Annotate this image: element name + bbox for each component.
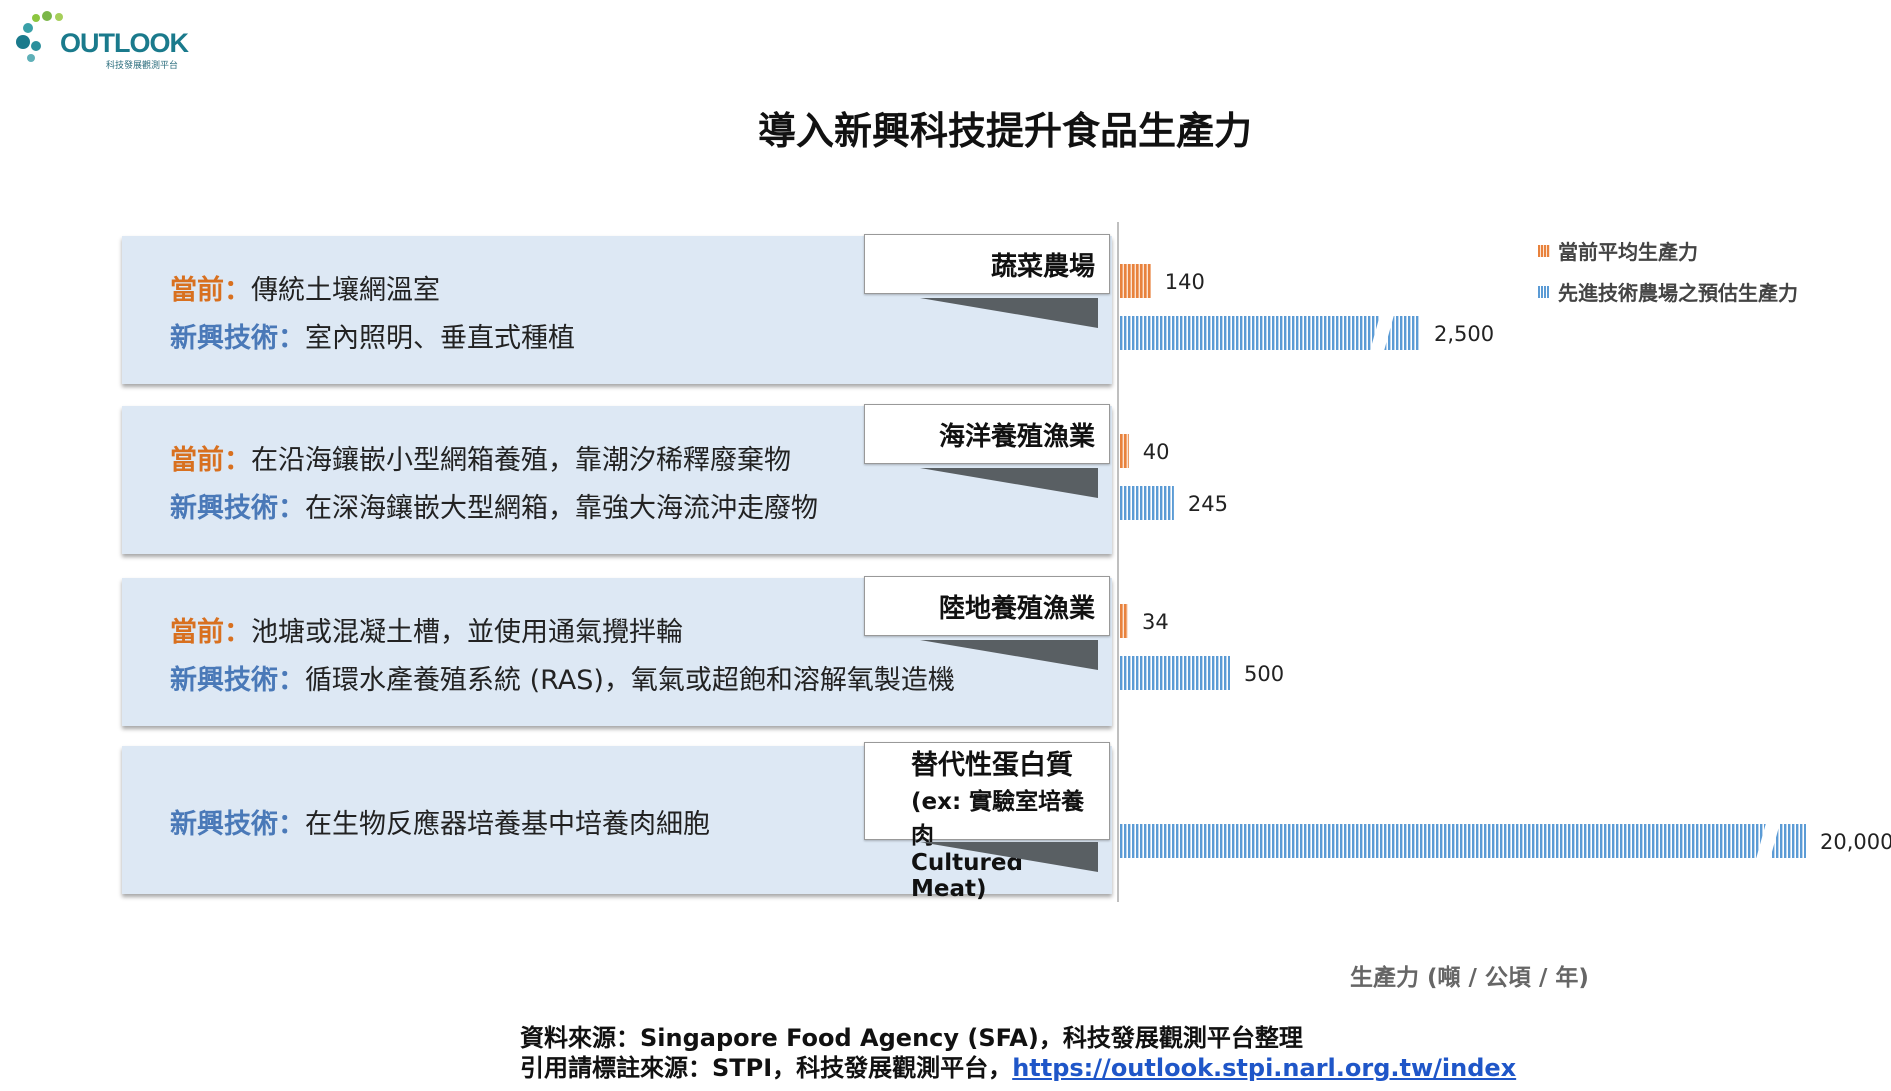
legend-label: 先進技術農場之預估生產力 [1558, 281, 1798, 305]
current-line: 當前：傳統土壤網溫室 [170, 268, 440, 307]
x-axis-label: 生產力 (噸 / 公頃 / 年) [1350, 965, 1589, 991]
new-tech-text: 在深海鑲嵌大型網箱，靠強大海流沖走廢物 [305, 493, 818, 524]
current-text: 在沿海鑲嵌小型網箱養殖，靠潮汐稀釋廢棄物 [251, 445, 791, 476]
logo-subtitle: 科技發展觀測平台 [106, 61, 179, 71]
legend-swatch-orange [1538, 244, 1550, 257]
tag-line: 替代性蛋白質 [911, 750, 1073, 781]
bar-current-0 [1120, 264, 1151, 298]
category-tag: 陸地養殖漁業 [864, 576, 1110, 636]
citation-line: 引用請標註來源：STPI，科技發展觀測平台，https://outlook.st… [520, 1048, 1516, 1083]
page-title: 導入新興科技提升食品生產力 [757, 109, 1252, 153]
bar-advanced-1 [1120, 486, 1174, 520]
new-tech-text: 在生物反應器培養基中培養肉細胞 [305, 809, 710, 840]
new-tech-line: 新興技術：循環水產養殖系統 (RAS)，氧氣或超飽和溶解氧製造機 [170, 658, 955, 697]
legend-item-current: 當前平均生產力 [1538, 236, 1698, 265]
data-label: 34 [1142, 610, 1169, 634]
bar-advanced-0 [1120, 316, 1420, 350]
logo-dots-icon [16, 11, 63, 62]
legend-swatch-blue [1538, 285, 1550, 298]
bar-advanced-2 [1120, 656, 1230, 690]
source-link[interactable]: https://outlook.stpi.narl.org.tw/index [1012, 1054, 1517, 1082]
current-line: 當前：池塘或混凝土槽，並使用通氣攪拌輪 [170, 610, 683, 649]
data-label: 500 [1244, 662, 1284, 686]
citation-prefix: 引用請標註來源：STPI，科技發展觀測平台， [520, 1054, 1013, 1082]
new-tech-label: 新興技術： [170, 493, 305, 524]
new-tech-label: 新興技術： [170, 665, 305, 696]
legend-label: 當前平均生產力 [1558, 240, 1698, 264]
tag-line: (ex: 實驗室培養肉 [911, 789, 1085, 849]
current-label: 當前： [170, 275, 251, 306]
axis-break-mark [1370, 315, 1394, 351]
outlook-logo: OUTLOOK 科技發展觀測平台 [14, 6, 204, 71]
data-label: 2,500 [1434, 322, 1494, 346]
new-tech-line: 新興技術：在生物反應器培養基中培養肉細胞 [170, 802, 710, 841]
data-label: 245 [1188, 492, 1228, 516]
current-text: 池塘或混凝土槽，並使用通氣攪拌輪 [251, 617, 683, 648]
current-label: 當前： [170, 445, 251, 476]
new-tech-label: 新興技術： [170, 809, 305, 840]
legend-item-advanced: 先進技術農場之預估生產力 [1538, 277, 1798, 306]
data-label: 40 [1143, 440, 1170, 464]
logo-wordmark: OUTLOOK [60, 28, 189, 58]
category-axis-line [1117, 222, 1119, 902]
category-tag: 蔬菜農場 [864, 234, 1110, 294]
current-line: 當前：在沿海鑲嵌小型網箱養殖，靠潮汐稀釋廢棄物 [170, 438, 791, 477]
new-tech-text: 室內照明、垂直式種植 [305, 323, 575, 354]
bar-advanced-3 [1120, 824, 1806, 858]
category-tag: 替代性蛋白質 (ex: 實驗室培養肉 Cultured Meat) [864, 742, 1110, 902]
source-line: 資料來源：Singapore Food Agency (SFA)，科技發展觀測平… [520, 1024, 1303, 1052]
new-tech-line: 新興技術：在深海鑲嵌大型網箱，靠強大海流沖走廢物 [170, 486, 818, 525]
new-tech-text: 循環水產養殖系統 (RAS)，氧氣或超飽和溶解氧製造機 [305, 665, 955, 696]
bar-current-1 [1120, 434, 1129, 468]
bar-current-2 [1120, 604, 1128, 638]
current-label: 當前： [170, 617, 251, 648]
data-label: 20,000 [1820, 830, 1891, 854]
data-label: 140 [1165, 270, 1205, 294]
axis-break-mark [1756, 823, 1780, 859]
new-tech-label: 新興技術： [170, 323, 305, 354]
current-text: 傳統土壤網溫室 [251, 275, 440, 306]
category-tag: 海洋養殖漁業 [864, 404, 1110, 464]
new-tech-line: 新興技術：室內照明、垂直式種植 [170, 316, 575, 355]
